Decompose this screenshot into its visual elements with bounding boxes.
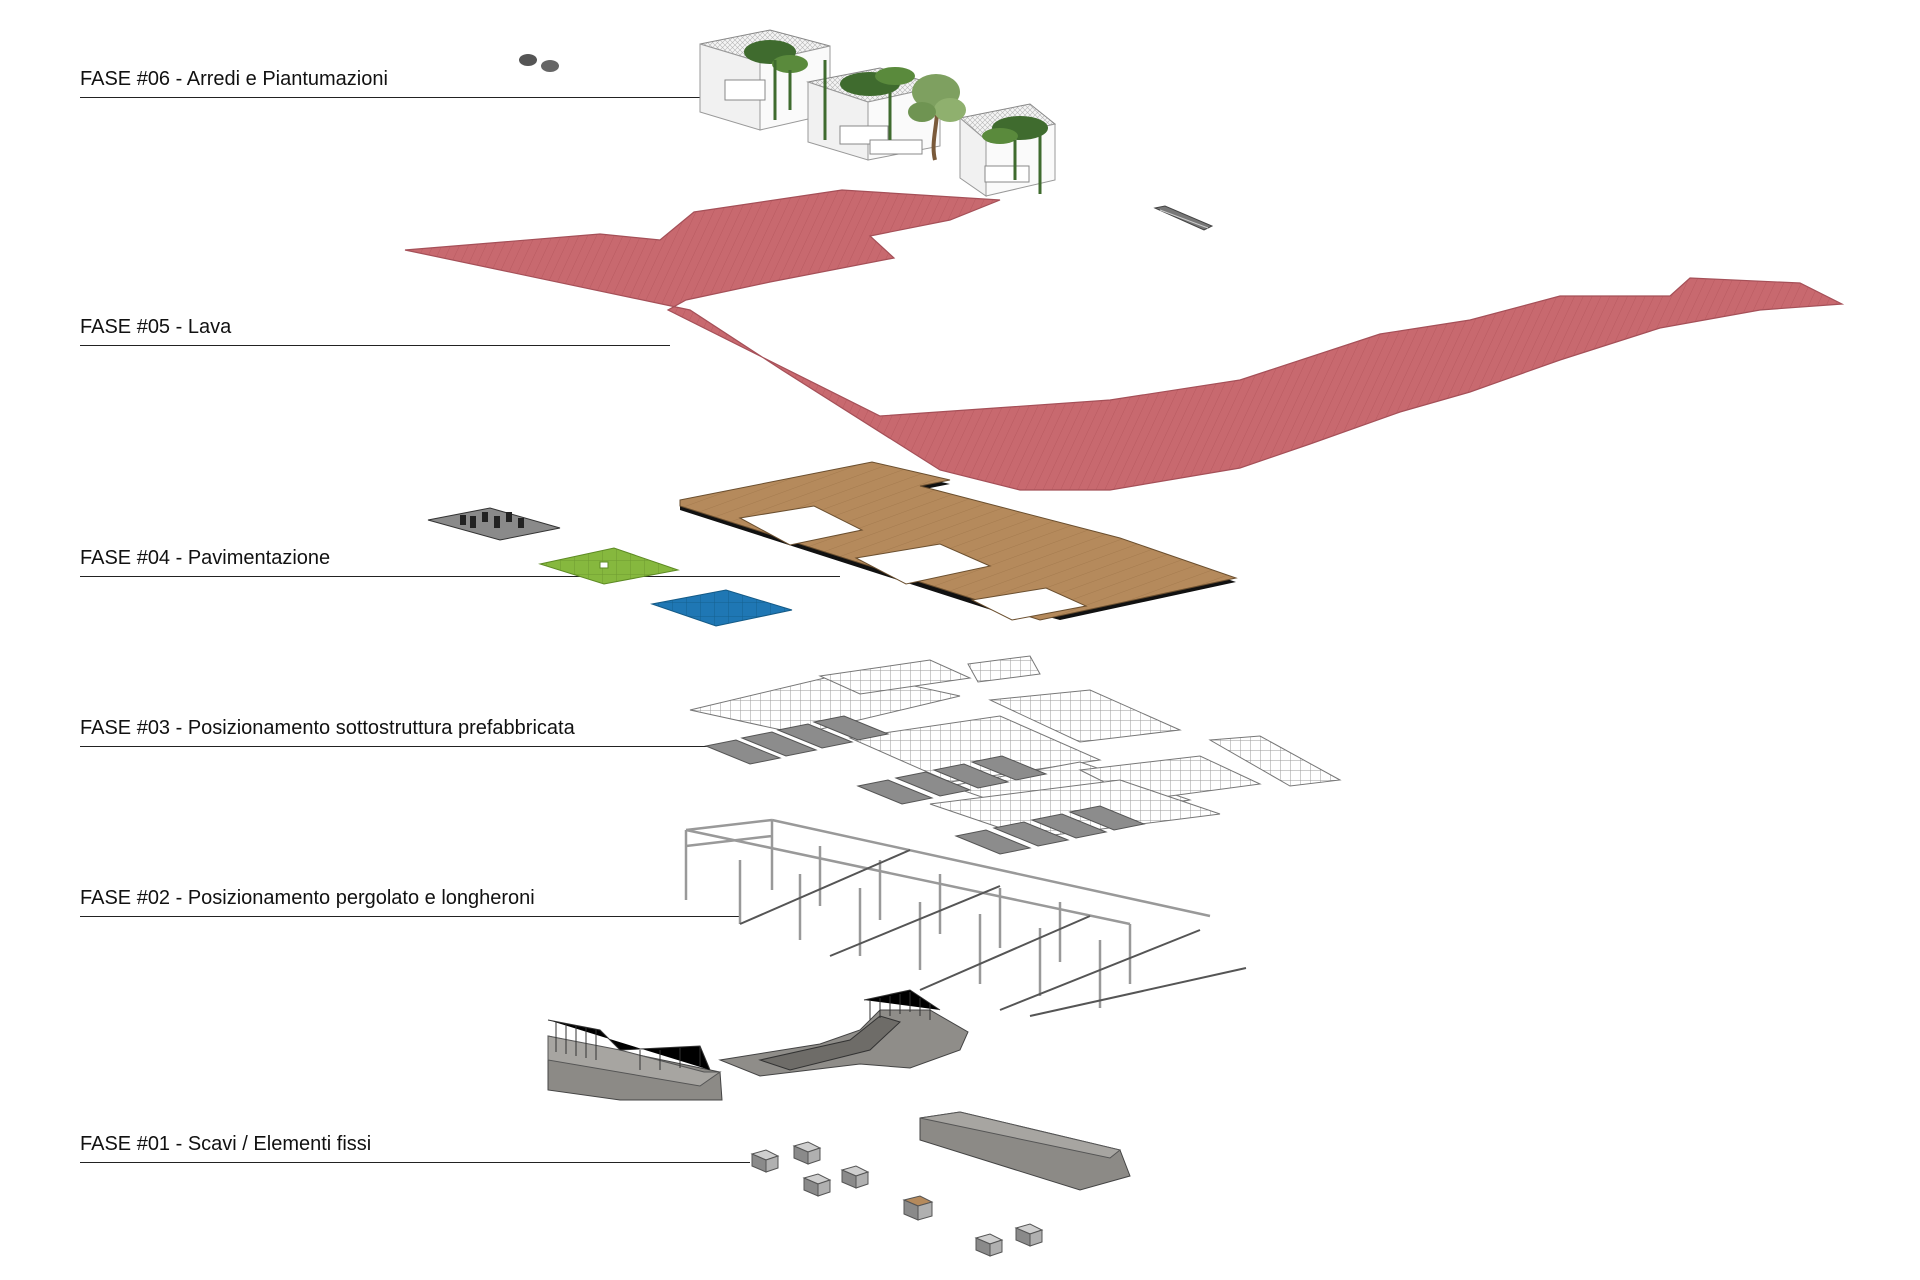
deck-opening (970, 587, 1088, 621)
phase-label-02: FASE #02 - Posizionamento pergolato e lo… (80, 887, 535, 909)
phase-label-06: FASE #06 - Arredi e Piantumazioni (80, 68, 388, 90)
phase-label-04: FASE #04 - Pavimentazione (80, 547, 331, 569)
phase-02-pergola-girders (684, 818, 1247, 1017)
lava-slab (404, 189, 1845, 491)
stone-bench-top (919, 1111, 1122, 1159)
blue-tile-paving (650, 589, 793, 627)
bench (1153, 205, 1214, 231)
leader-line-04 (80, 576, 840, 577)
grate-panel (818, 659, 972, 695)
deck-opening (738, 505, 864, 546)
grate-panel (929, 779, 1221, 839)
chess-pieces (460, 512, 524, 528)
grate-panel (967, 655, 1041, 683)
leader-line-02 (80, 916, 740, 917)
phase-label-01: FASE #01 - Scavi / Elementi fissi (80, 1133, 372, 1155)
girders (739, 849, 1247, 1017)
phase-05-lava-surface (404, 189, 1845, 491)
planter-pot (541, 60, 559, 72)
green-tile-paving (538, 547, 680, 585)
phase-04-paving (427, 461, 1238, 627)
leader-line-05 (80, 345, 670, 346)
leader-line-01 (80, 1162, 750, 1163)
grate-panel (1208, 735, 1342, 787)
prefab-beams (704, 715, 1146, 855)
ramp-surface (758, 1015, 901, 1071)
phase-03-substructure (689, 655, 1342, 855)
pergola-frame (684, 818, 1211, 1008)
phase-06-furniture-plants (519, 29, 1214, 231)
phase-01-fixed-elements (547, 989, 1131, 1257)
green-tile-opening (599, 561, 609, 569)
grate-panel (848, 715, 1102, 783)
railings (547, 989, 941, 1071)
phase-label-05: FASE #05 - Lava (80, 316, 232, 338)
deck-opening (854, 543, 992, 585)
planter-pot (519, 54, 537, 66)
leader-line-03 (80, 746, 710, 747)
phase-label-03: FASE #03 - Posizionamento sottostruttura… (80, 717, 575, 739)
timber-deck (679, 461, 1238, 621)
tree (908, 74, 966, 161)
climbing-plants (744, 40, 1048, 194)
leader-line-06 (80, 97, 720, 98)
foundation-blocks (750, 1141, 1044, 1257)
grate-panel (988, 689, 1182, 743)
